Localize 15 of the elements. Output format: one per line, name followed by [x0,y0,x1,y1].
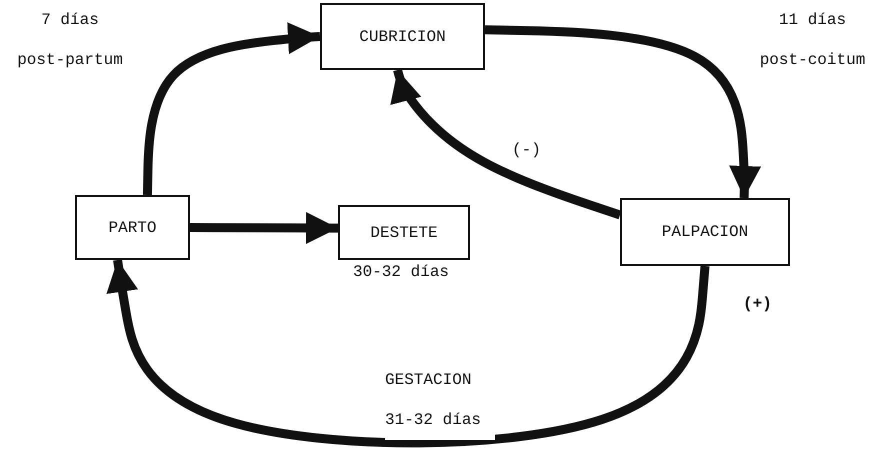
thick-arrow [142,22,320,196]
box-label: PALPACION [662,223,748,241]
process-box [620,198,790,266]
caption-text: 30-32 días [353,262,450,283]
sign-label: (+) [743,294,772,315]
box-label: CUBRICION [359,28,446,46]
thick-arrow [484,25,762,198]
process-box [75,195,190,260]
process-box [320,3,485,70]
box-label: DESTETE [370,224,438,242]
thick-arrow [106,259,710,448]
thick-arrow [190,212,338,244]
thick-arrow [390,68,622,220]
process-box [338,205,470,260]
box-label: PARTO [108,218,156,236]
